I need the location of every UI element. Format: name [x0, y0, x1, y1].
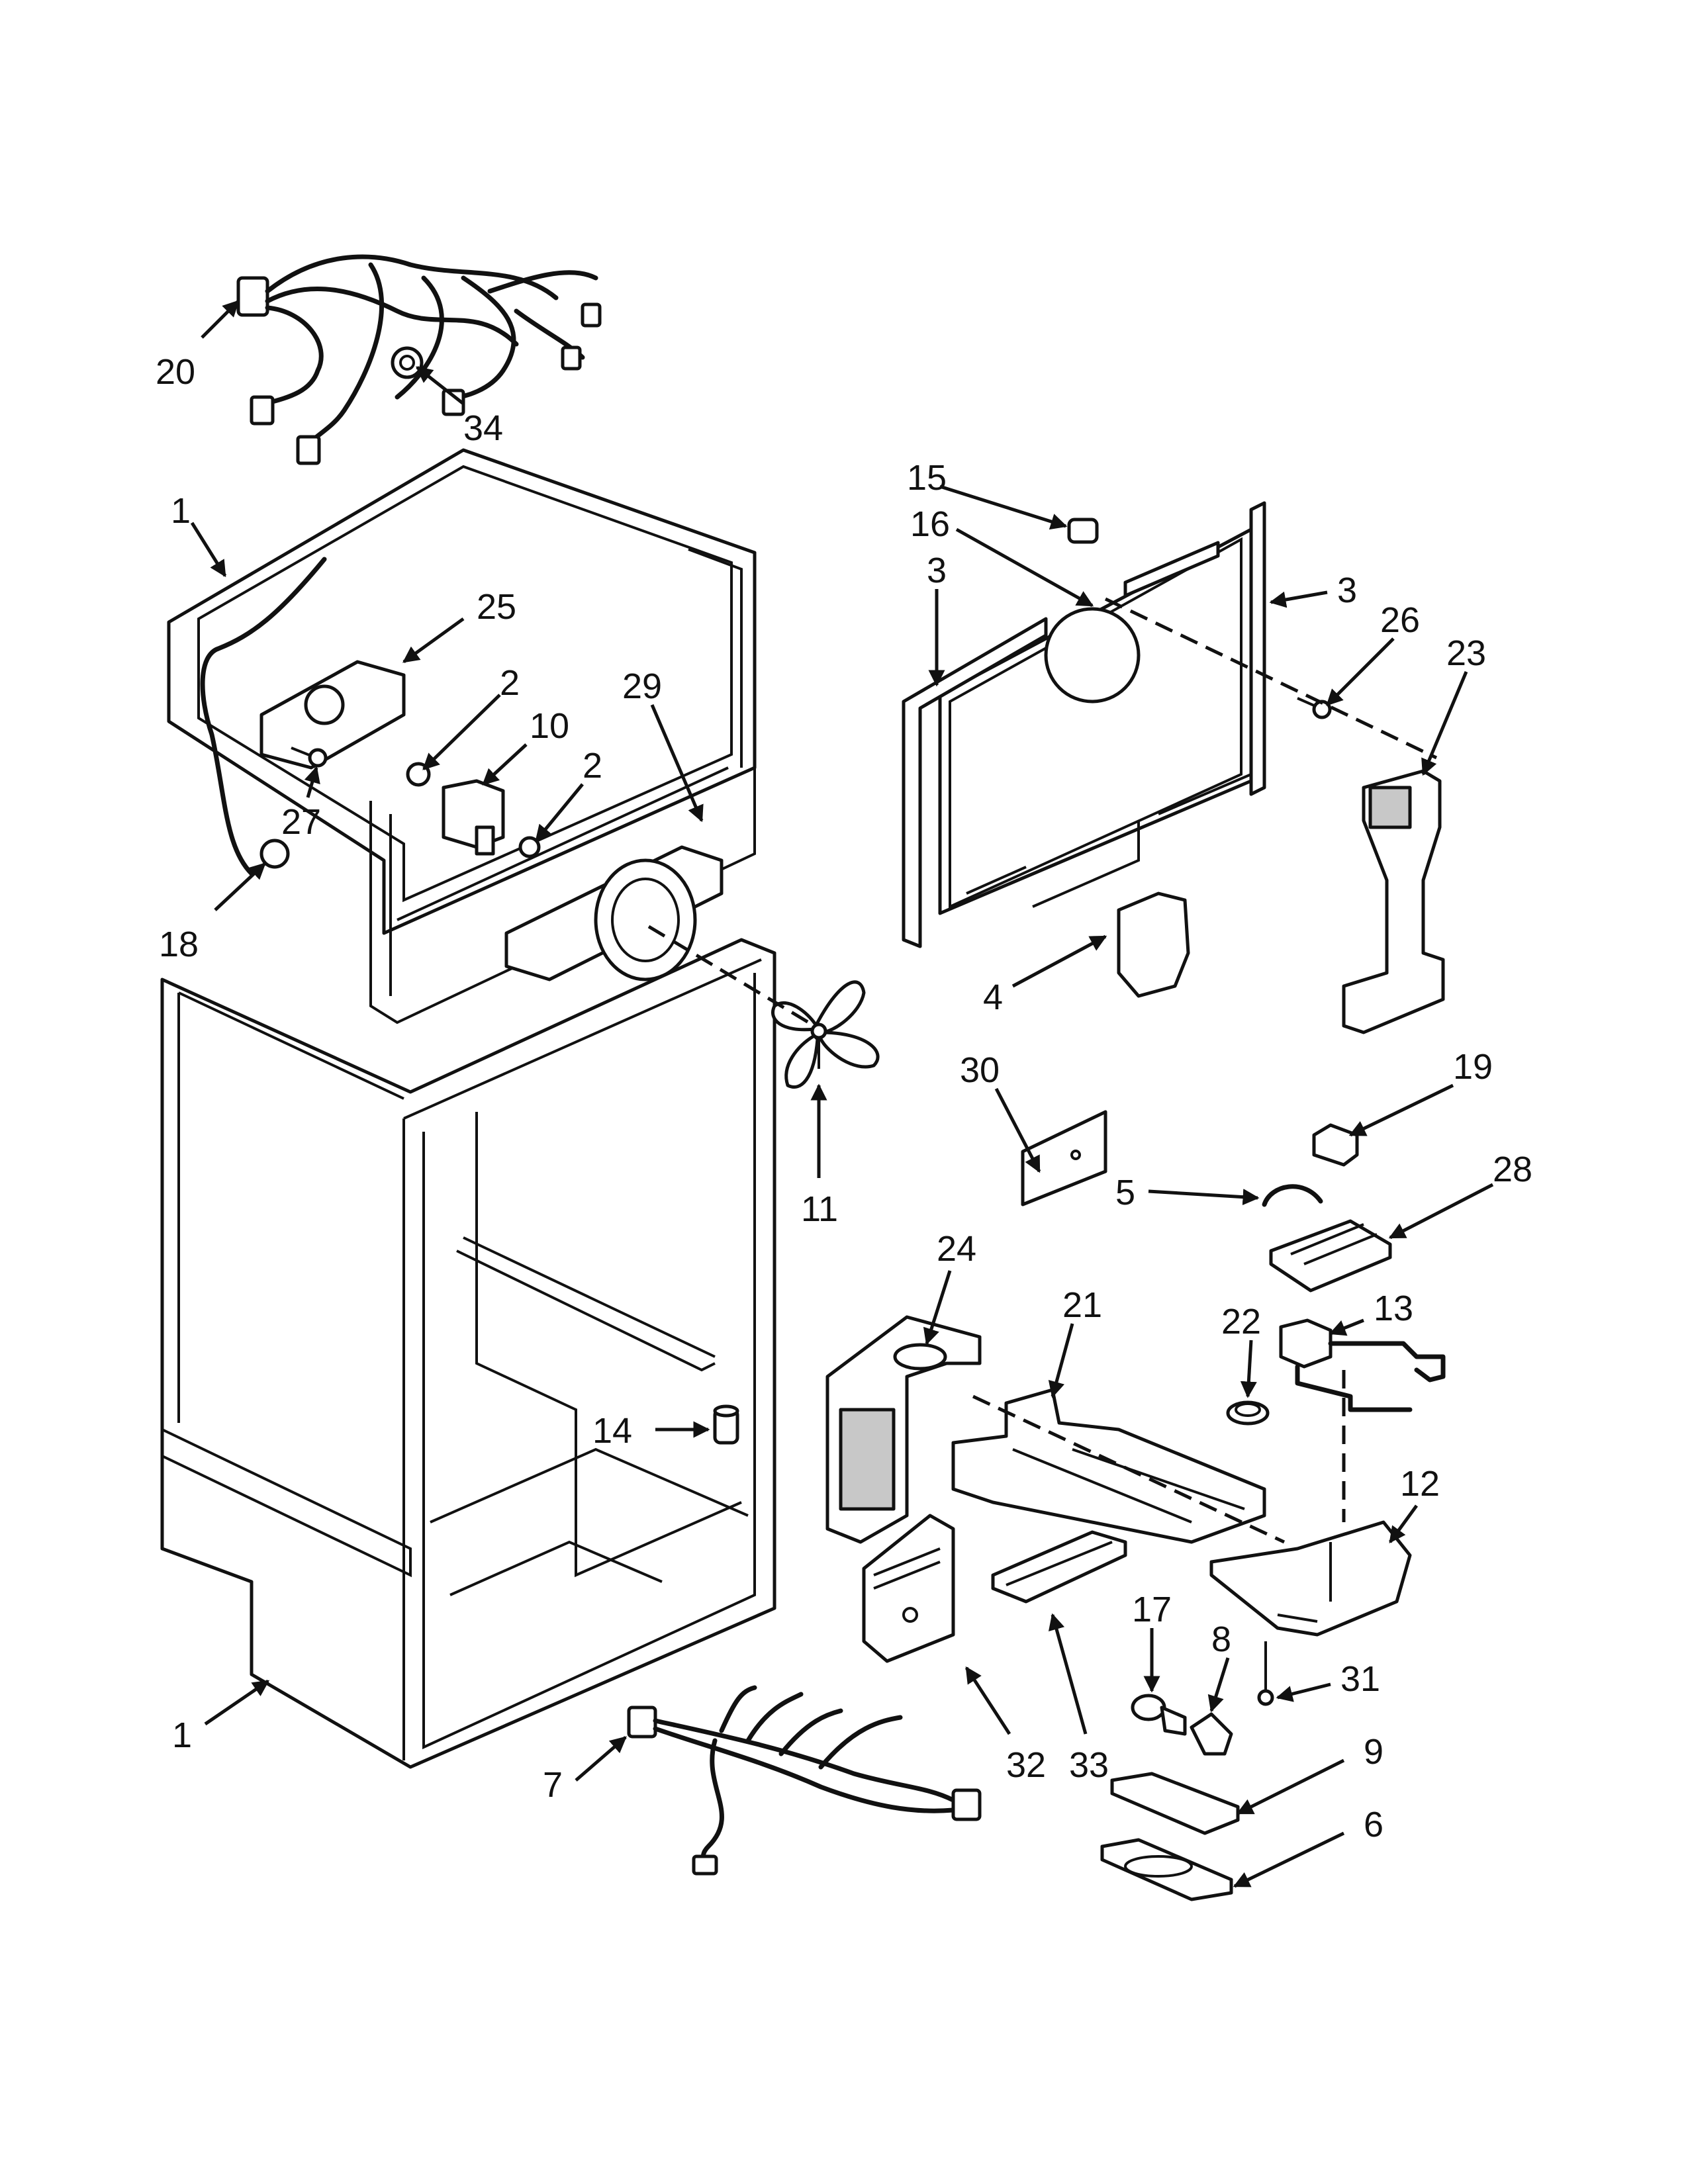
callout-8: 8 — [1211, 1619, 1231, 1659]
part-33-rail — [991, 1530, 1127, 1604]
callout-33: 33 — [1069, 1745, 1109, 1785]
part-6-light-cover — [1100, 1838, 1233, 1901]
callout-11: 11 — [801, 1189, 838, 1229]
callout-4: 4 — [983, 978, 1003, 1017]
part-17-light-socket — [1131, 1694, 1187, 1736]
part-20-wire-harness — [236, 254, 602, 465]
part-21-water-tube-channel — [951, 1388, 1266, 1544]
part-14-cap — [713, 1404, 739, 1445]
part-4-air-diffuser — [1117, 891, 1190, 998]
callout-19: 19 — [1453, 1047, 1493, 1087]
part-12-housing — [1209, 1520, 1412, 1637]
callout-3-left: 3 — [927, 551, 947, 590]
callout-17: 17 — [1132, 1590, 1172, 1629]
callout-2-upper: 2 — [500, 663, 520, 703]
callout-27: 27 — [281, 802, 321, 842]
part-15-plug — [1067, 518, 1099, 544]
callout-10: 10 — [530, 706, 569, 746]
part-23-control-housing — [1342, 769, 1445, 1034]
callout-28: 28 — [1493, 1150, 1532, 1189]
part-27-screw — [291, 747, 328, 768]
leader-lines — [190, 300, 1494, 1888]
part-31-screw — [1257, 1641, 1274, 1706]
callout-9: 9 — [1364, 1732, 1383, 1772]
part-1-fresh-food-liner — [160, 938, 776, 1769]
callout-13: 13 — [1374, 1289, 1413, 1328]
part-5-clip — [1262, 1184, 1323, 1207]
callout-1-lower: 1 — [172, 1715, 192, 1755]
part-16-evaporator-cover — [938, 527, 1253, 915]
callout-16: 16 — [910, 504, 950, 544]
callout-24: 24 — [937, 1229, 976, 1269]
part-30-insulation — [1021, 1110, 1107, 1206]
part-24-ice-bin-support — [825, 1315, 982, 1544]
part-11-fan-blade — [771, 980, 880, 1089]
part-9-light-shield — [1110, 1772, 1240, 1835]
part-7-wire-harness — [627, 1685, 982, 1876]
part-8-bulb — [1190, 1712, 1233, 1756]
callout-1-upper: 1 — [171, 491, 191, 531]
part-34-grommet — [391, 346, 424, 379]
part-25-bracket — [259, 660, 406, 770]
part-3-gasket-right — [1123, 501, 1266, 796]
callout-labels: 20 34 1 25 2 10 2 29 27 18 15 16 3 3 26 … — [156, 352, 1532, 1844]
tube-mount-line — [972, 1394, 1286, 1544]
callout-23: 23 — [1446, 633, 1486, 673]
callout-31: 31 — [1340, 1659, 1380, 1699]
part-18-plug — [259, 839, 290, 869]
part-19-switch — [1312, 1123, 1359, 1167]
panel-mount-line — [1104, 597, 1438, 760]
callout-25: 25 — [477, 587, 516, 627]
callout-32: 32 — [1006, 1745, 1046, 1785]
callout-7: 7 — [543, 1765, 563, 1805]
callout-34: 34 — [463, 408, 503, 448]
callout-3-right: 3 — [1337, 570, 1357, 610]
fan-axis-line — [647, 925, 816, 1028]
part-10-damper — [442, 779, 505, 856]
part-26-screw — [1297, 697, 1332, 719]
callout-30: 30 — [960, 1050, 1000, 1090]
part-3-gasket-left — [902, 617, 1048, 948]
callout-2-lower: 2 — [583, 746, 602, 786]
part-2-grommet-b — [518, 836, 541, 858]
callout-20: 20 — [156, 352, 195, 392]
part-32-cover — [862, 1514, 955, 1663]
callout-6: 6 — [1364, 1805, 1383, 1844]
callout-26: 26 — [1380, 600, 1420, 640]
callout-18: 18 — [159, 925, 199, 964]
callout-12: 12 — [1400, 1464, 1440, 1504]
part-28-control-board — [1269, 1219, 1392, 1293]
part-1-freezer-liner — [167, 448, 757, 1024]
part-22-seal — [1226, 1400, 1270, 1426]
callout-5: 5 — [1115, 1173, 1135, 1212]
callout-15: 15 — [907, 458, 947, 498]
callout-22: 22 — [1221, 1302, 1261, 1342]
callout-21: 21 — [1062, 1285, 1102, 1325]
callout-29: 29 — [622, 666, 662, 706]
part-13-thermostat — [1279, 1318, 1446, 1412]
part-29-fan-housing — [504, 845, 724, 981]
callout-14: 14 — [592, 1411, 632, 1451]
